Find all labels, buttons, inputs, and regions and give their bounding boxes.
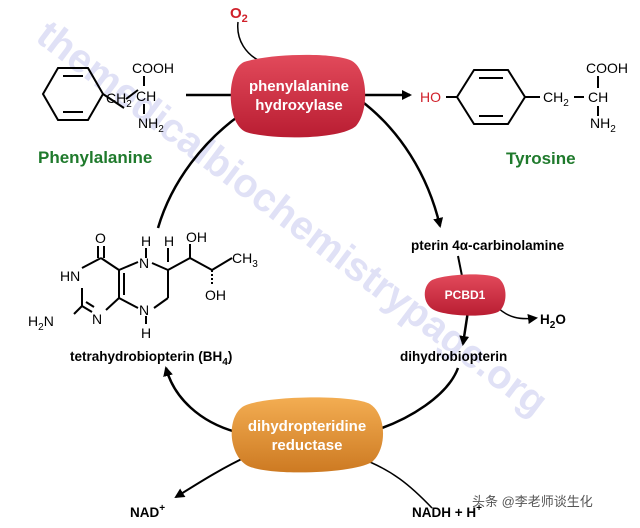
bh4-o-label: O [95,230,106,246]
bh4-n-bottom-label: N [139,302,149,318]
bh4-oh-bottom-label: OH [205,287,226,303]
nadh-label: NADH + H+ [412,503,482,520]
enzyme-dhpr: dihydropteridine reductase [231,397,384,473]
phenylalanine-name: Phenylalanine [38,148,152,167]
arrow-carbinolamine-to-pcbd1 [457,255,463,277]
o2-label: O2 [230,5,248,25]
arrow-nadh-in [359,457,433,509]
bh4-n-top-label: N [139,255,149,271]
bh4-h-top-label: H [141,233,151,249]
bh4-n-left-label: N [92,311,102,327]
bh4-structure [73,244,233,324]
phe-nh2-label: NH2 [138,115,164,135]
dihydrobiopterin-label: dihydrobiopterin [400,349,507,364]
tyrosine-atoms: HO COOH CH2 CH NH2 [420,60,628,135]
bh4-hn-label: HN [60,268,80,284]
arrow-bh4-to-pah [156,113,241,229]
enzyme-dhpr-line1: dihydropteridine [248,418,366,435]
enzyme-dhpr-line2: reductase [272,437,343,454]
bh4-label: tetrahydrobiopterin (BH4) [70,349,232,368]
bh4-oh-top-label: OH [186,229,207,245]
bh4-h-bottom-label: H [141,325,151,341]
arrow-nad-out [174,454,251,499]
arrow-dhb-to-reductase [369,367,460,434]
enzyme-pah-shape [230,54,366,138]
tyrosine-name: Tyrosine [506,149,576,168]
phe-ch-label: CH [136,88,156,104]
enzyme-pah-line1: phenylalanine [249,78,349,95]
phe-ch2-label: CH2 [106,90,132,110]
phe-cooh-label: COOH [132,60,174,76]
carbinolamine-label: pterin 4α-carbinolamine [411,238,565,253]
water-label: H2O [540,312,566,331]
enzyme-pah-line2: hydroxylase [255,97,343,114]
arrow-to-carbinolamine [359,99,444,228]
bh4-ch3-label: CH3 [232,250,258,270]
bh4-atoms: O HN H2N N N H N H H OH OH CH3 [28,229,258,341]
tyr-ch-label: CH [588,89,608,105]
footer-credit: 头条 @李老师谈生化 [472,494,593,509]
enzyme-pcbd1-label: PCBD1 [445,288,486,302]
tyrosine-structure [446,69,599,125]
tyr-ch2-label: CH2 [543,89,569,109]
tyr-cooh-label: COOH [586,60,628,76]
enzyme-pcbd1-shape [424,274,506,316]
bh4-h2n-label: H2N [28,313,54,333]
phenylalanine-structure [41,67,145,121]
arrow-o2-in [237,21,263,63]
phenylalanine-atoms: COOH CH2 CH NH2 [106,60,174,135]
tyr-nh2-label: NH2 [590,115,616,135]
nad-plus-label: NAD+ [130,503,165,520]
enzyme-pcbd1: PCBD1 [424,274,506,316]
tyr-ho-label: HO [420,89,441,105]
arrow-pcbd1-to-dhb [459,310,470,346]
enzyme-pah: phenylalanine hydroxylase [230,54,366,138]
arrow-reductase-to-bh4 [163,366,237,434]
enzyme-dhpr-shape [231,397,384,473]
bh4-h-stereo-label: H [164,233,174,249]
